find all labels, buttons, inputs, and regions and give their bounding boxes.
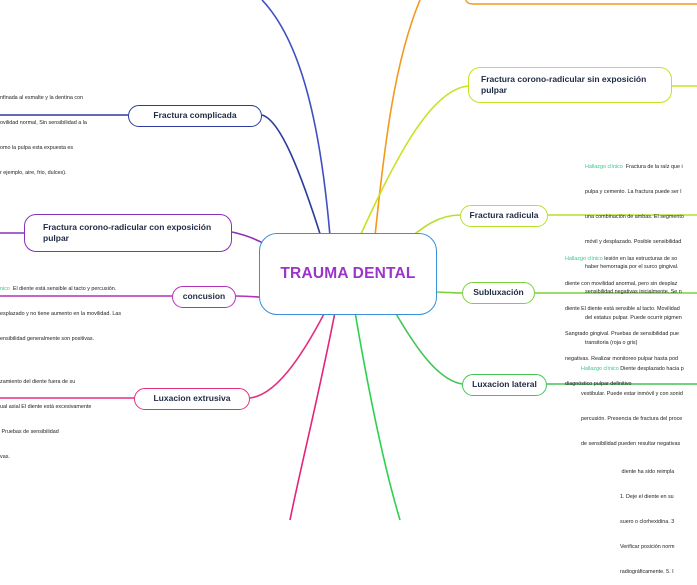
note-line: 1. Deje el diente en su	[620, 493, 674, 500]
note-line: ovilidad normal, Sin sensibilidad a la	[0, 119, 87, 126]
note-line: vestibular. Puede estar inmóvil y con so…	[581, 390, 683, 397]
note-line: diente con movilidad anormal, pero sin d…	[565, 280, 678, 287]
note-line: omo la pulpa esta expuesta es	[0, 145, 74, 151]
branch-luxacion-lateral[interactable]: Luxacion lateral	[462, 374, 547, 396]
note-line: zamiento del diente fuera de su	[0, 378, 76, 385]
note-line: lesión en las estructuras de so	[602, 255, 678, 262]
branch-label: Luxacion extrusiva	[153, 393, 231, 404]
note-line: ensibilidad generalmente son positivas.	[0, 336, 95, 342]
note-line: Diente desplazado hacia p	[618, 365, 684, 372]
connector-top-orange	[374, 0, 421, 237]
branch-label: Fractura complicada	[153, 110, 237, 121]
note-line: sensibilidad negativas inicialmente. Se …	[585, 289, 682, 296]
branch-subluxacion[interactable]: Subluxación	[462, 282, 535, 304]
connector-fractura-corono-sin	[359, 85, 469, 237]
central-topic-title: TRAUMA DENTAL	[280, 265, 416, 282]
branch-label: Luxacion lateral	[472, 379, 537, 390]
note-line: diagnóstico pulpar definitivo	[565, 381, 632, 388]
note-line: nfinada al esmalte y la dentina con	[0, 94, 84, 101]
note-line: percusión. Presencia de fractura del pro…	[581, 416, 683, 422]
central-topic[interactable]: TRAUMA DENTAL	[259, 233, 437, 315]
note-fractura-radicula: Hallazgo clínico Fractura de la raíz que…	[585, 146, 684, 355]
connector-top-blue	[261, 0, 331, 237]
note-line: transitoria (roja o gris)	[585, 339, 638, 346]
note-line: diente ha sido reimpla	[620, 468, 675, 475]
note-bottom-right: diente ha sido reimpla 1. Deje el diente…	[620, 451, 675, 585]
branch-label: Fractura corono-radicular sin exposición…	[481, 73, 647, 95]
connector-luxacion-extrusiva	[249, 311, 326, 399]
branch-label: Fractura radicula	[469, 210, 539, 221]
mindmap-connectors	[0, 0, 697, 520]
note-label: nico	[0, 285, 10, 292]
connector-fractura-complicada	[261, 114, 323, 241]
note-luxacion-extrusiva: zamiento del diente fuera de su ual axia…	[0, 361, 91, 470]
branch-fractura-corono-radicular-sin-exposicion[interactable]: Fractura corono-radicular sin exposición…	[468, 67, 672, 103]
note-line: Fractura de la raíz que i	[622, 163, 683, 170]
connector-bottom-magenta	[289, 311, 336, 520]
note-line: pulpa y cemento. La fractura puede ser l	[585, 188, 682, 195]
branch-luxacion-extrusiva[interactable]: Luxacion extrusiva	[134, 388, 250, 410]
note-line: negativas. Realizar monitoreo pulpar has…	[565, 356, 678, 363]
note-label: Hallazgo clínico	[585, 163, 623, 170]
branch-fractura-corono-radicular-con-exposicion[interactable]: Fractura corono-radicular con exposición…	[24, 214, 232, 252]
note-line: suero o clorhexidina. 3	[620, 519, 675, 525]
note-luxacion-lateral: Hallazgo clínico Diente desplazado hacia…	[581, 348, 684, 457]
branch-concusion[interactable]: concusion	[172, 286, 236, 308]
note-line: ual axial El diente está excesivamente	[0, 403, 92, 410]
branch-label: Fractura corono-radicular con exposición…	[43, 221, 212, 243]
top-right-node-edge	[464, 0, 697, 5]
note-line: radiográficamente. 5. I	[620, 569, 674, 576]
branch-fractura-complicada[interactable]: Fractura complicada	[128, 105, 262, 127]
note-line: vas.	[0, 454, 10, 461]
branch-label: concusion	[182, 291, 226, 302]
note-line: diente El diente está sensible al tacto.…	[565, 306, 680, 312]
note-line: haber hemorragia por el surco gingival.	[585, 264, 679, 271]
note-line: Verificar posición norm	[620, 544, 675, 551]
note-line: r ejemplo, aire, frio, dulces).	[0, 170, 67, 177]
branch-label: Subluxación	[473, 287, 524, 298]
note-line: móvil y desplazado. Posible sensibilidad	[585, 239, 682, 246]
connector-bottom-green	[354, 311, 401, 520]
note-line: Sangrado gingival. Pruebas de sensibilid…	[565, 331, 679, 338]
note-line: El diente está sensible al tacto y percu…	[9, 285, 117, 292]
note-line: esplazado y no tiene aumento en la movil…	[0, 310, 122, 317]
note-fractura-complicada: nfinada al esmalte y la dentina con ovil…	[0, 77, 87, 186]
branch-fractura-radicula[interactable]: Fractura radicula	[460, 205, 548, 227]
note-label: Hallazgo clínico	[581, 365, 619, 372]
note-label: Hallazgo clínico	[565, 255, 603, 262]
note-line: del estatus pulpar. Puede ocurrir pigmen	[585, 314, 682, 321]
note-line: Pruebas de sensibilidad	[0, 429, 59, 435]
connector-luxacion-lateral	[394, 311, 463, 385]
note-line: una combinación de ambas. El segmento	[585, 214, 684, 220]
note-subluxacion: Hallazgo clínico lesión en las estructur…	[565, 238, 680, 397]
note-concusion: nico El diente está sensible al tacto y …	[0, 268, 121, 352]
note-line: de sensibilidad pueden resultar negativa…	[581, 441, 681, 448]
